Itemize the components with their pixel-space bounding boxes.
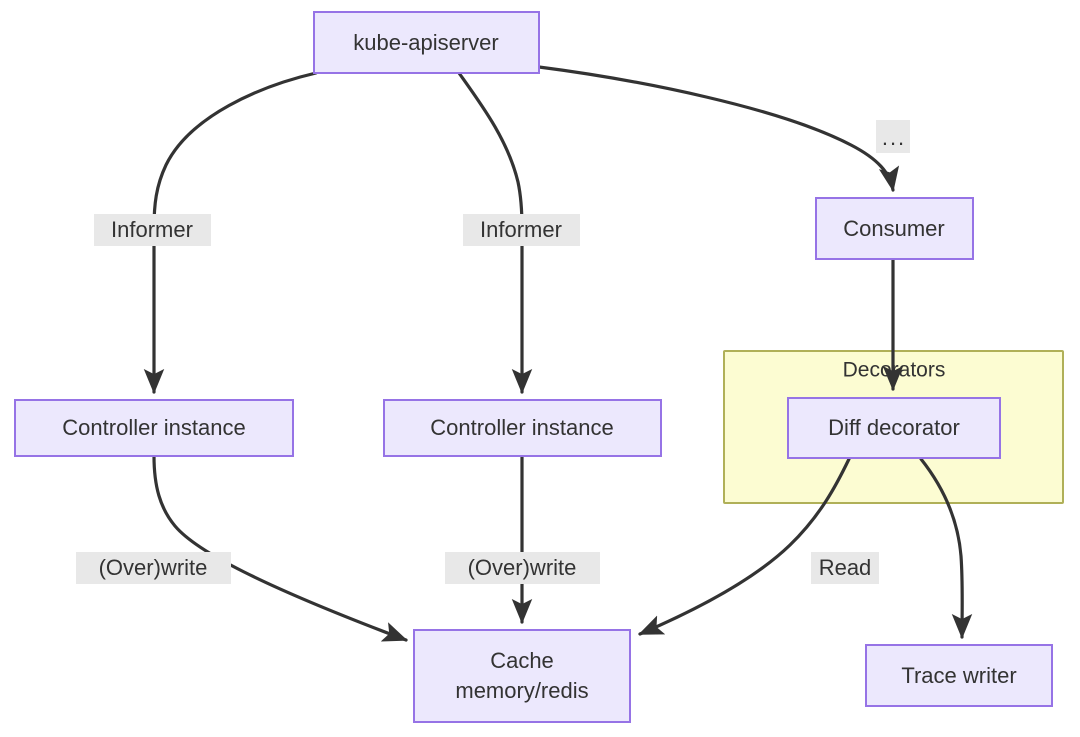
edge-label-informer-middle-bg [463, 214, 580, 246]
edge-label-informer-left: Informer [94, 214, 211, 246]
edge-label-read-text: Read [819, 555, 872, 580]
node-controller-middle-label: Controller instance [430, 415, 613, 440]
edge-diff-decorator-to-trace-writer [919, 457, 973, 639]
edge-controller-left-to-cache [152, 454, 408, 642]
edge-label-ellipsis-bg [876, 120, 910, 153]
node-diff-decorator-label: Diff decorator [828, 415, 960, 440]
node-controller-left-label: Controller instance [62, 415, 245, 440]
edge-label-ellipsis: ... [876, 120, 910, 153]
node-cache-label-line1: Cache [490, 648, 554, 673]
node-kube-apiserver[interactable]: kube-apiserver [313, 11, 540, 74]
node-cache[interactable]: Cache memory/redis [413, 629, 631, 723]
edge-label-informer-left-text: Informer [111, 217, 193, 242]
node-cache-label-line2: memory/redis [455, 678, 588, 703]
edge-label-overwrite-left-bg [76, 552, 231, 584]
node-cache-box[interactable] [413, 629, 631, 723]
edge-label-read: Read [811, 552, 879, 584]
edge-apiserver-to-consumer [537, 65, 900, 192]
edge-label-overwrite-middle-bg [445, 552, 600, 584]
node-consumer-box[interactable] [815, 197, 974, 260]
edge-label-ellipsis-text: ... [882, 125, 906, 150]
node-diff-decorator[interactable]: Diff decorator [787, 397, 1001, 459]
node-trace-writer-label: Trace writer [901, 663, 1016, 688]
node-controller-left[interactable]: Controller instance [14, 399, 294, 457]
node-trace-writer[interactable]: Trace writer [865, 644, 1053, 707]
node-consumer[interactable]: Consumer [815, 197, 974, 260]
edge-label-read-bg [811, 552, 879, 584]
node-kube-apiserver-label: kube-apiserver [353, 30, 499, 55]
node-kube-apiserver-box[interactable] [313, 11, 540, 74]
node-trace-writer-box[interactable] [865, 644, 1053, 707]
edge-labels-layer: Informer Informer ... (Over)write (Over)… [76, 120, 910, 584]
node-controller-middle[interactable]: Controller instance [383, 399, 662, 457]
edge-label-informer-left-bg [94, 214, 211, 246]
edge-label-informer-middle: Informer [463, 214, 580, 246]
node-controller-middle-box[interactable] [383, 399, 662, 457]
nodes-layer: kube-apiserver Consumer Controller insta… [14, 11, 1053, 723]
node-controller-left-box[interactable] [14, 399, 294, 457]
node-consumer-label: Consumer [843, 216, 944, 241]
edge-label-overwrite-left-text: (Over)write [99, 555, 208, 580]
edge-label-overwrite-left: (Over)write [76, 552, 231, 584]
node-diff-decorator-box[interactable] [787, 397, 1001, 459]
edge-apiserver-to-controller-left [143, 71, 318, 394]
edge-diff-decorator-to-cache [638, 457, 851, 636]
edge-label-informer-middle-text: Informer [480, 217, 562, 242]
edge-label-overwrite-middle: (Over)write [445, 552, 600, 584]
edge-label-overwrite-middle-text: (Over)write [468, 555, 577, 580]
